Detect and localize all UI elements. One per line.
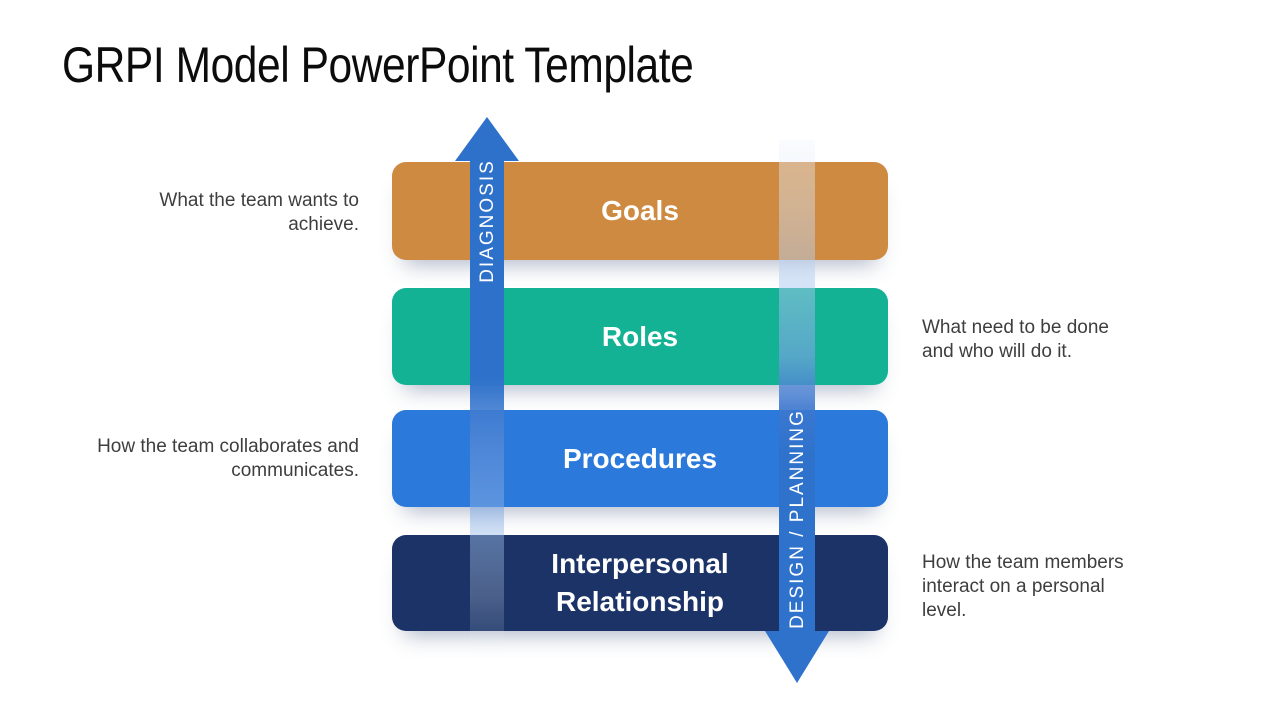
bar-procedures-label: Procedures (562, 442, 718, 474)
design-planning-arrow-shaft (779, 140, 815, 632)
description-procedures: How the team collaborates and communicat… (97, 436, 359, 481)
bar-interpersonal-relationship-label: Interpersonal Relationship (551, 548, 729, 617)
diagnosis-arrow-label: DIAGNOSIS (477, 159, 498, 283)
description-roles: What need to be done and who will do it. (922, 317, 1109, 362)
description-goals: What the team wants to achieve. (159, 190, 359, 235)
arrow-up-icon (455, 117, 519, 161)
design-planning-arrow-label: DESIGN / PLANNING (787, 409, 808, 629)
arrow-down-icon (765, 631, 829, 683)
description-interpersonal-relationship: How the team members interact on a perso… (922, 552, 1124, 621)
diagnosis-arrow-shaft (470, 158, 504, 655)
bar-goals-label: Goals (601, 195, 679, 226)
slide-title: GRPI Model PowerPoint Template (62, 37, 694, 93)
bar-roles-label: Roles (601, 320, 679, 352)
